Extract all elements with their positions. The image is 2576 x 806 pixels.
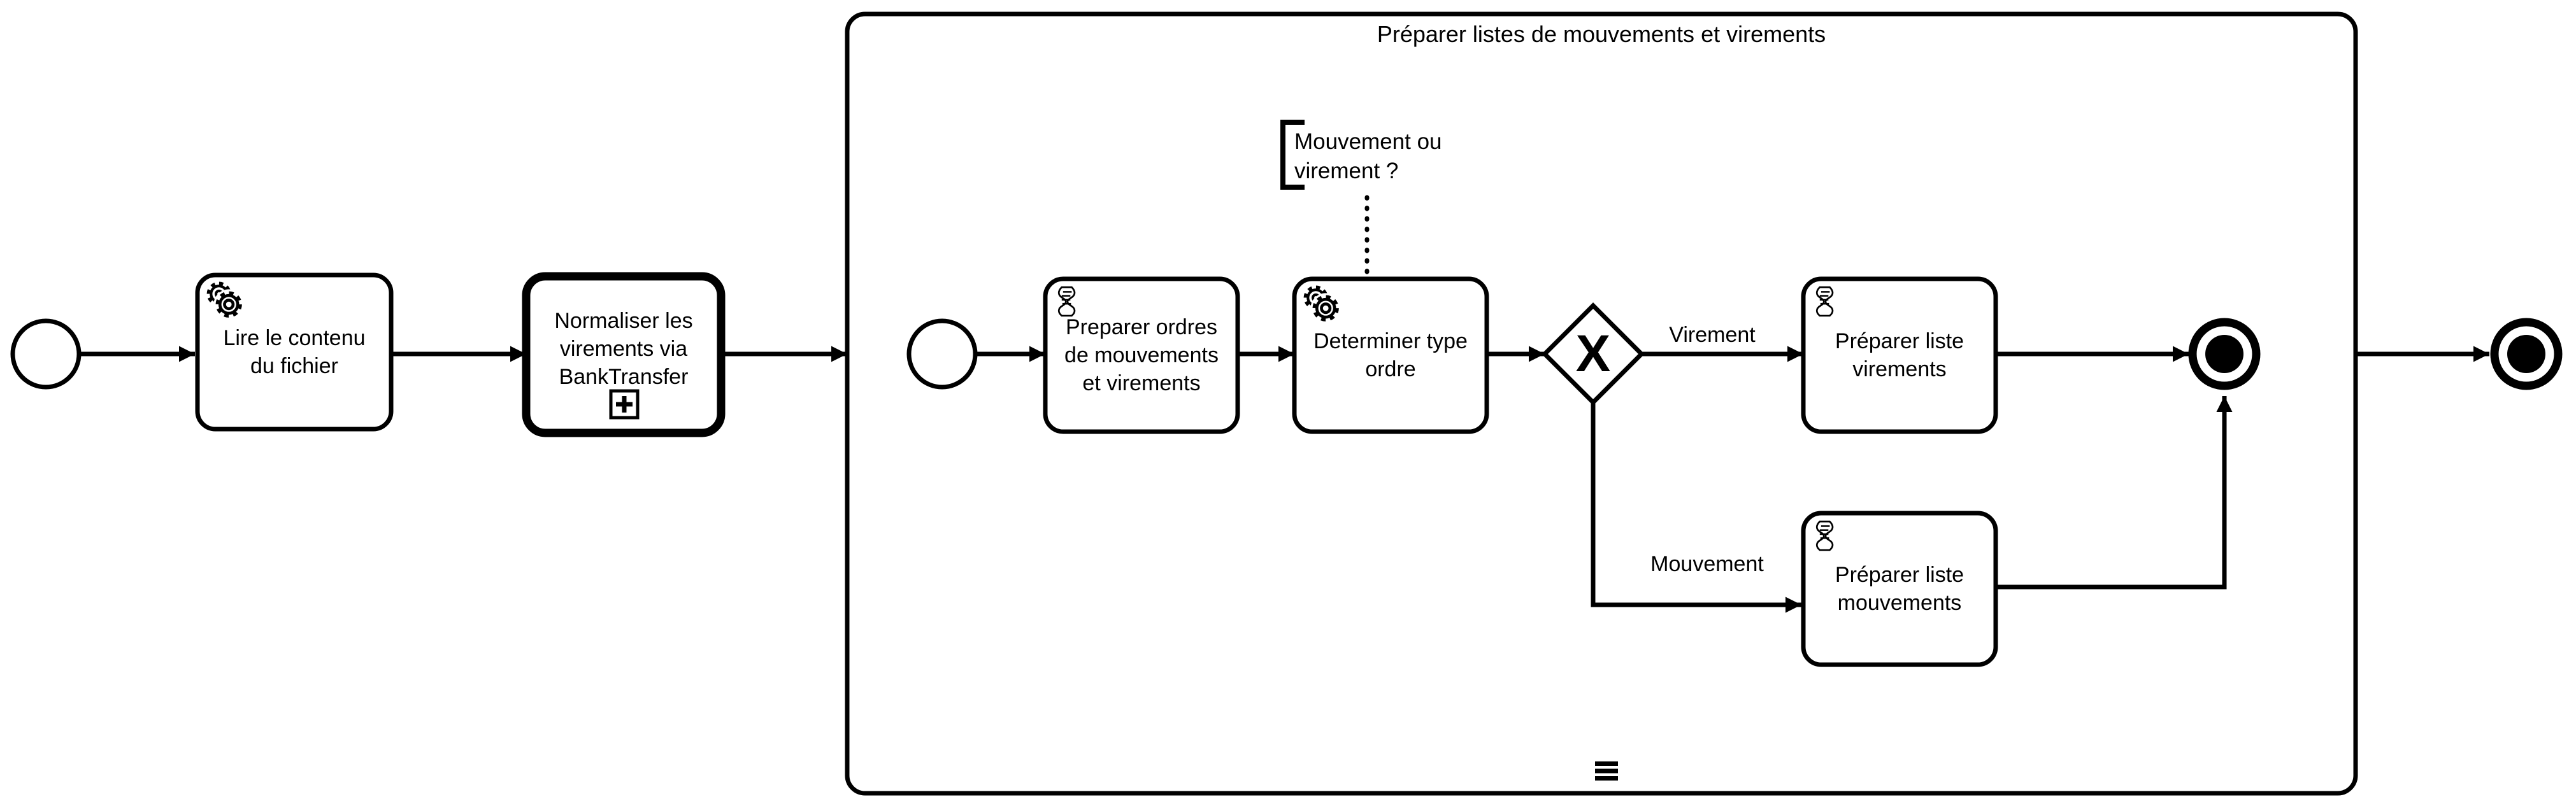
plus-marker-icon bbox=[609, 389, 640, 420]
task-label-determiner-type: Determiner type ordre bbox=[1313, 329, 1468, 381]
flow-label-mouvement: Mouvement bbox=[1650, 552, 1764, 576]
subprocess-title: Préparer listes de mouvements et viremen… bbox=[1377, 21, 1826, 47]
sequence-flow-mouvements-to-end[interactable] bbox=[1996, 396, 2233, 590]
task-label-normaliser: Normaliser les virements via BankTransfe… bbox=[554, 309, 693, 389]
terminate-end-event[interactable] bbox=[2490, 318, 2563, 390]
sequential-multi-instance-icon bbox=[1595, 761, 1618, 781]
subprocess-start-event[interactable] bbox=[906, 318, 978, 390]
exclusive-gateway[interactable] bbox=[1542, 302, 1645, 406]
flow-label-virement: Virement bbox=[1669, 323, 1756, 347]
sequence-flow-mouvement[interactable] bbox=[1591, 402, 1801, 613]
start-event[interactable] bbox=[10, 318, 82, 390]
task-label-preparer-ordres: Preparer ordres de mouvements et viremen… bbox=[1064, 315, 1219, 395]
annotation-text: Mouvement ou virement ? bbox=[1294, 129, 1442, 183]
collapsed-subprocess-normaliser[interactable] bbox=[522, 272, 726, 437]
task-label-lire: Lire le contenu du fichier bbox=[223, 326, 366, 378]
gateway-x-marker: X bbox=[1575, 325, 1611, 383]
text-annotation-bracket[interactable] bbox=[1280, 120, 1305, 190]
task-label-liste-mouvements: Préparer liste mouvements bbox=[1835, 563, 1964, 615]
subprocess-terminate-end-event[interactable] bbox=[2188, 318, 2261, 390]
task-label-liste-virements: Préparer liste virements bbox=[1835, 329, 1964, 381]
